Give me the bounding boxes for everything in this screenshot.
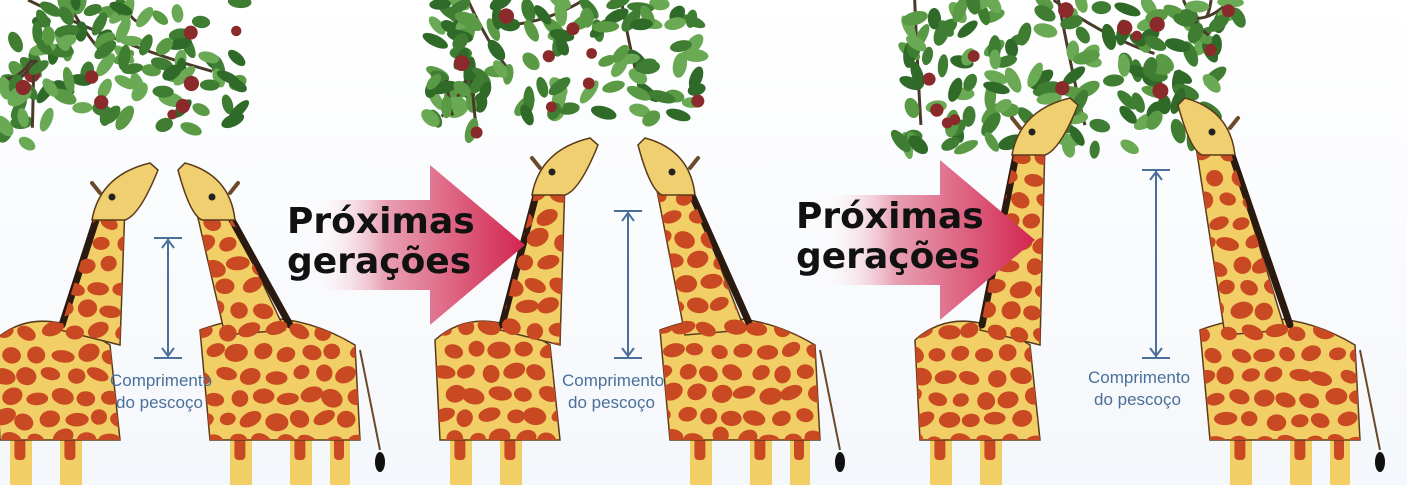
neck-label-2-line1: Comprimento xyxy=(562,370,664,392)
flower xyxy=(1205,44,1217,56)
neck-label-1: Comprimento do pescoço xyxy=(110,370,212,414)
arrow-label-2: Próximas gerações xyxy=(796,197,984,277)
flower xyxy=(167,110,177,120)
flower xyxy=(586,48,597,59)
neck-label-3-line1: Comprimento xyxy=(1088,367,1190,389)
giraffe-eye xyxy=(209,194,216,201)
flower xyxy=(16,80,31,95)
neck-label-1-line1: Comprimento xyxy=(110,370,212,392)
flower xyxy=(184,76,199,91)
flower xyxy=(949,114,960,125)
flower xyxy=(1055,81,1069,95)
arrow-label-1-line2: gerações xyxy=(287,242,475,282)
flower xyxy=(1222,4,1235,17)
giraffe-tail-tuft xyxy=(375,452,385,472)
flower xyxy=(566,22,579,35)
giraffe-spot xyxy=(1234,257,1252,274)
flower xyxy=(176,99,190,113)
giraffe-tail-tuft xyxy=(835,452,845,472)
flower xyxy=(231,26,241,36)
arrow-label-2-line1: Próximas xyxy=(796,197,984,237)
flower xyxy=(923,73,936,86)
giraffe-eye xyxy=(669,169,676,176)
neck-label-3: Comprimento do pescoço xyxy=(1088,367,1190,411)
giraffe-spot xyxy=(938,325,960,340)
flower xyxy=(1117,20,1132,35)
arrow-label-2-line2: gerações xyxy=(796,237,984,277)
neck-label-2-line2: do pescoço xyxy=(562,392,664,414)
arrow-label-1-line1: Próximas xyxy=(287,202,475,242)
flower xyxy=(471,127,483,139)
flower xyxy=(499,8,514,23)
flower xyxy=(546,101,557,112)
giraffe-spot xyxy=(215,278,234,294)
flower xyxy=(1152,83,1168,99)
giraffe-tail-tuft xyxy=(1375,452,1385,472)
giraffe-eye xyxy=(549,169,556,176)
flower xyxy=(1132,31,1142,41)
giraffe-eye xyxy=(1209,129,1216,136)
arrow-label-1: Próximas gerações xyxy=(287,202,475,282)
neck-label-3-line2: do pescoço xyxy=(1088,389,1190,411)
giraffe-eye xyxy=(1029,129,1036,136)
flower xyxy=(691,95,704,108)
flower xyxy=(184,26,198,40)
flower xyxy=(968,50,980,62)
neck-label-1-line2: do pescoço xyxy=(110,392,212,414)
flower xyxy=(454,55,470,71)
neck-label-2: Comprimento do pescoço xyxy=(562,370,664,414)
giraffe-spot xyxy=(928,348,945,361)
flower xyxy=(94,95,108,109)
flower xyxy=(543,50,555,62)
giraffe-spot xyxy=(1027,258,1043,275)
flower xyxy=(1150,17,1165,32)
flower xyxy=(1058,2,1074,18)
flower xyxy=(85,70,98,83)
flower xyxy=(583,77,595,89)
flower xyxy=(930,103,943,116)
giraffe-eye xyxy=(109,194,116,201)
